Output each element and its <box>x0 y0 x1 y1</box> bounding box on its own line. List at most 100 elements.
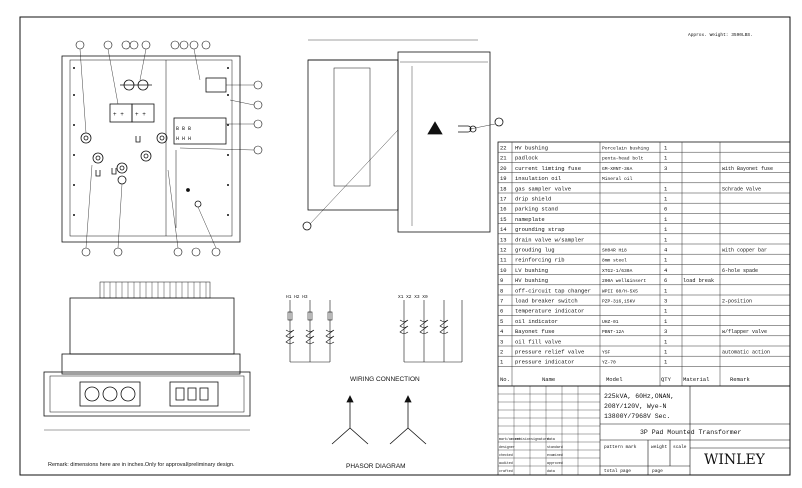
phasor-diagram <box>331 395 427 445</box>
product-title: 3P Pad Mounted Transformer <box>640 429 742 436</box>
bom-row: 15 nameplate 1 <box>500 216 668 223</box>
bom-cell-qty: 6 <box>664 206 667 213</box>
bom-cell-no: 1 <box>500 359 504 366</box>
sign-status-4: data <box>547 469 555 473</box>
pattern-mark-label: pattern mark <box>604 444 637 450</box>
title-block-text: 225kVA, 60Hz,ONAN, 208Y/120V, Wye-N 1380… <box>499 393 766 474</box>
sign-row-3: audited <box>499 461 513 465</box>
bom-cell-remark: with copper bar <box>722 248 767 254</box>
scale-label: scale <box>673 444 687 450</box>
plan-view <box>43 281 251 431</box>
bom-cell-material: load break <box>683 278 714 284</box>
sign-col-1: mark/amount <box>499 437 521 441</box>
bom-row: 11 reinforcing rib 8mm steel 1 <box>500 257 668 264</box>
bom-cell-name: pressure relief valve <box>515 349 584 356</box>
bom-cell-model: Porcelain bushing <box>602 146 649 152</box>
bom-cell-model: YZ-70 <box>602 360 616 366</box>
bom-cell-qty: 1 <box>664 155 668 162</box>
wiring-diagram: H1 H2 H3 X1 X2 X3 X0 <box>285 294 463 363</box>
bom-cell-no: 11 <box>500 257 507 264</box>
svg-text:!: ! <box>432 127 436 135</box>
sign-row-2: checked <box>499 453 513 457</box>
bom-cell-no: 19 <box>500 175 507 182</box>
bom-cell-qty: 1 <box>664 287 668 294</box>
bom-cell-no: 22 <box>500 145 507 152</box>
bom-cell-model: 8mm steel <box>602 258 627 264</box>
bom-row: 5 oil indicator UHZ-01 1 <box>500 318 668 325</box>
spec-line-2: 208Y/120V, Wye-N <box>604 403 667 410</box>
sign-row-4: crafted <box>499 469 513 473</box>
bom-cell-qty: 1 <box>664 226 668 233</box>
svg-text:H H H: H H H <box>176 136 191 142</box>
bom-cell-model: SH04R H18 <box>602 248 627 254</box>
bom-cell-name: reinforcing rib <box>515 257 565 264</box>
bom-cell-qty: 1 <box>664 318 668 325</box>
bom-cell-remark: 6-hole spade <box>722 268 758 274</box>
bom-cell-qty: 1 <box>664 359 668 366</box>
bom-cell-no: 21 <box>500 155 507 162</box>
bom-cell-no: 12 <box>500 247 507 254</box>
bom-cell-qty: 1 <box>664 185 668 192</box>
bom-cell-name: load breaker switch <box>515 298 578 305</box>
bom-cell-model: PZP-316,15KV <box>602 299 635 305</box>
spec-line-1: 225kVA, 60Hz,ONAN, <box>604 393 674 400</box>
remark-note: Remark: dimensions here are in inches.On… <box>48 462 235 468</box>
title-block <box>497 385 791 476</box>
bom-cell-name: drain valve w/sampler <box>515 236 584 243</box>
spec-line-3: 13800Y/7968V Sec. <box>604 413 670 420</box>
bom-cell-no: 16 <box>500 206 507 213</box>
bom-cell-remark: 2-position <box>722 299 752 305</box>
bom-cell-name: nameplate <box>515 216 545 223</box>
bom-cell-no: 17 <box>500 196 507 203</box>
bom-cell-no: 15 <box>500 216 507 223</box>
bom-cell-qty: 1 <box>664 236 668 243</box>
weight-note: Approx. Weight: 3590LBS. <box>688 32 753 38</box>
svg-text:+ +: + + <box>135 111 146 118</box>
bom-cell-qty: 4 <box>664 267 668 274</box>
side-view: ! <box>302 39 504 233</box>
sign-col-2: revision <box>515 437 531 441</box>
bom-cell-name: insulation oil <box>515 175 561 182</box>
callout-balloons <box>75 40 263 257</box>
bom-cell-no: 9 <box>500 277 503 284</box>
bom-cell-no: 7 <box>500 298 503 305</box>
bom-cell-qty: 6 <box>664 277 667 284</box>
bom-cell-name: grouding lug <box>515 247 555 254</box>
bom-cell-remark: w/flapper valve <box>722 329 767 335</box>
bom-cell-name: HV bushing <box>515 277 548 284</box>
bom-cell-name: LV bushing <box>515 267 548 274</box>
sign-row-1: designer <box>499 445 515 449</box>
bom-cell-no: 4 <box>500 328 504 335</box>
total-page-label: total page <box>604 468 631 474</box>
bom-cell-qty: 1 <box>664 216 668 223</box>
bom-header-name: Name <box>542 376 555 383</box>
bom-header-qty: QTY <box>661 376 672 383</box>
bom-cell-no: 13 <box>500 236 507 243</box>
bom-cell-name: padlock <box>515 155 539 162</box>
sign-status-1: standard <box>547 445 563 449</box>
bom-cell-model: UHZ-01 <box>602 319 619 325</box>
bom-cell-name: current limting fuse <box>515 165 581 172</box>
page-label: page <box>652 469 663 474</box>
bom-cell-name: oil fill valve <box>515 338 561 345</box>
weight-label: weight <box>651 444 668 450</box>
bom-cell-remark: automatic action <box>722 350 770 356</box>
bom-cell-no: 14 <box>500 226 507 233</box>
sign-col-4: data <box>547 437 555 441</box>
bom-cell-name: oil indicator <box>515 318 558 325</box>
bom-cell-no: 5 <box>500 318 503 325</box>
bom-cell-model: 200A well&insert <box>602 278 646 284</box>
bom-cell-name: temperature indicator <box>515 308 584 315</box>
bom-cell-qty: 3 <box>664 328 667 335</box>
bom-cell-qty: 1 <box>664 257 668 264</box>
bom-header-no: No. <box>500 376 510 383</box>
